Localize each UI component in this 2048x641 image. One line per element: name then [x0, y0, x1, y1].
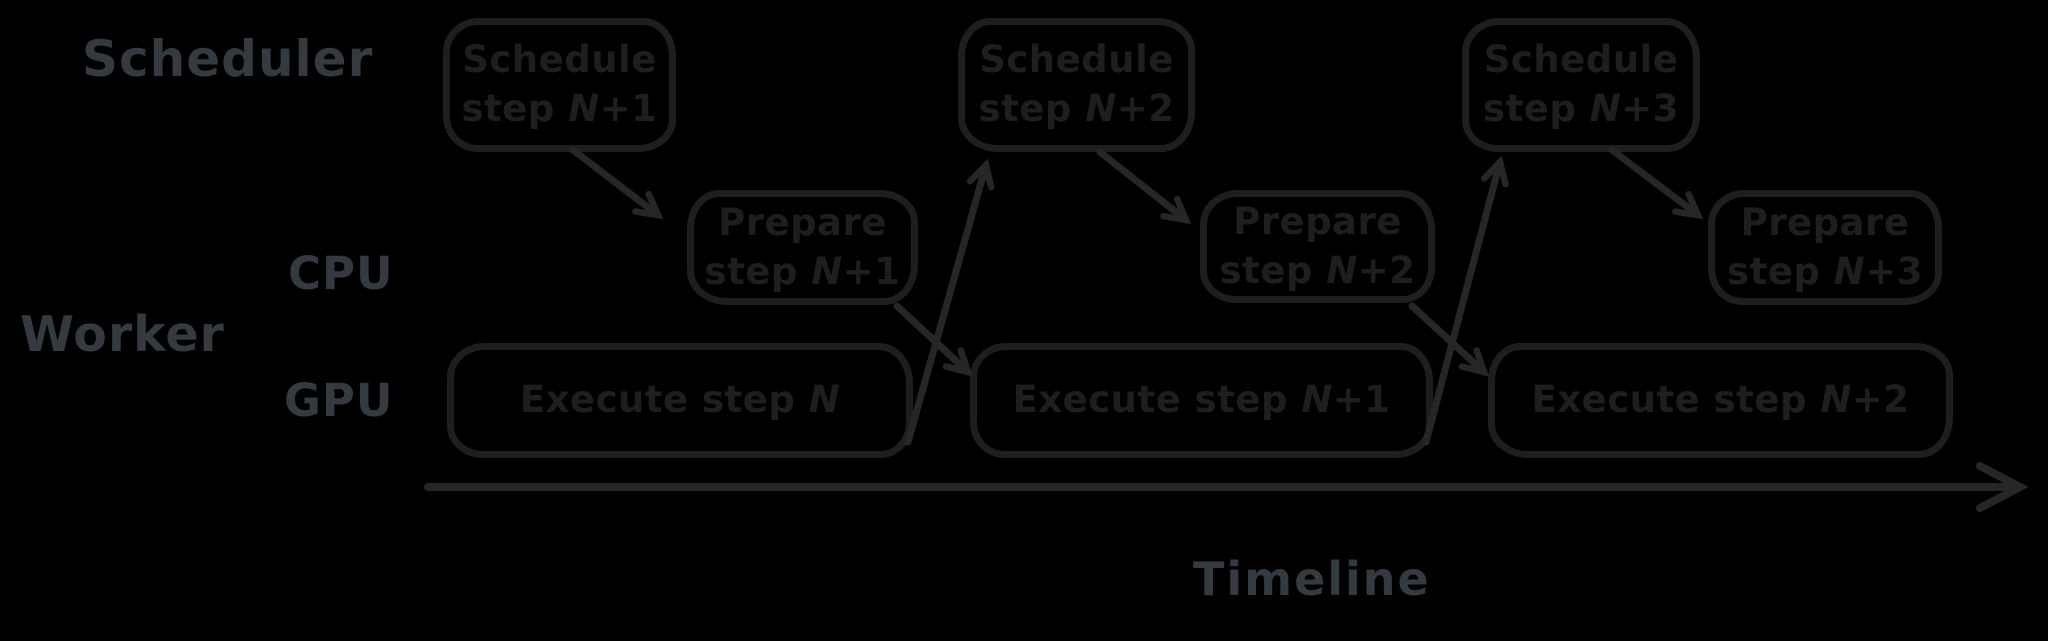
schedule-step-n3-line2: step N+3 [1483, 87, 1679, 130]
scheduler-lane-label: Scheduler [82, 30, 374, 88]
schedule-step-n1-line2: step N+1 [461, 87, 658, 130]
schedule-step-n1-box: Schedule step N+1 [443, 18, 676, 152]
schedule-step-n2-line2: step N+2 [978, 87, 1175, 130]
execute-step-n2-label: Execute step N+2 [1531, 378, 1910, 422]
schedule-step-n1-line1: Schedule [462, 38, 657, 82]
execute-step-n-label: Execute step N [519, 378, 841, 422]
prepare-step-n3-line1: Prepare [1740, 200, 1910, 244]
schedule-step-n3-box: Schedule step N+3 [1462, 18, 1700, 152]
arrow-schedule-n2-to-prepare-n2 [1096, 148, 1192, 225]
timeline-label: Timeline [1193, 552, 1431, 606]
execute-step-n2-box: Execute step N+2 [1488, 343, 1953, 458]
schedule-step-n2-box: Schedule step N+2 [958, 18, 1195, 152]
schedule-step-n3-line1: Schedule [1483, 38, 1679, 82]
cpu-lane-label: CPU [288, 247, 394, 300]
arrow-schedule-n1-to-prepare-n1 [569, 146, 664, 220]
gpu-lane-label: GPU [284, 374, 394, 427]
prepare-step-n1-line2: step N+1 [704, 249, 901, 293]
prepare-step-n2-box: Prepare step N+2 [1200, 190, 1435, 303]
worker-lane-label: Worker [20, 306, 225, 363]
arrow-schedule-n3-to-prepare-n3 [1608, 146, 1704, 220]
execute-step-n1-box: Execute step N+1 [970, 343, 1433, 458]
prepare-step-n3-box: Prepare step N+3 [1708, 190, 1942, 305]
prepare-step-n3-line2: step N+3 [1727, 249, 1923, 293]
prepare-step-n2-line2: step N+2 [1219, 248, 1416, 292]
prepare-step-n2-line1: Prepare [1233, 199, 1402, 243]
prepare-step-n1-line1: Prepare [718, 200, 887, 244]
schedule-step-n2-line1: Schedule [979, 38, 1174, 82]
execute-step-n-box: Execute step N [447, 343, 913, 458]
prepare-step-n1-box: Prepare step N+1 [687, 190, 918, 305]
execute-step-n1-label: Execute step N+1 [1012, 378, 1391, 422]
